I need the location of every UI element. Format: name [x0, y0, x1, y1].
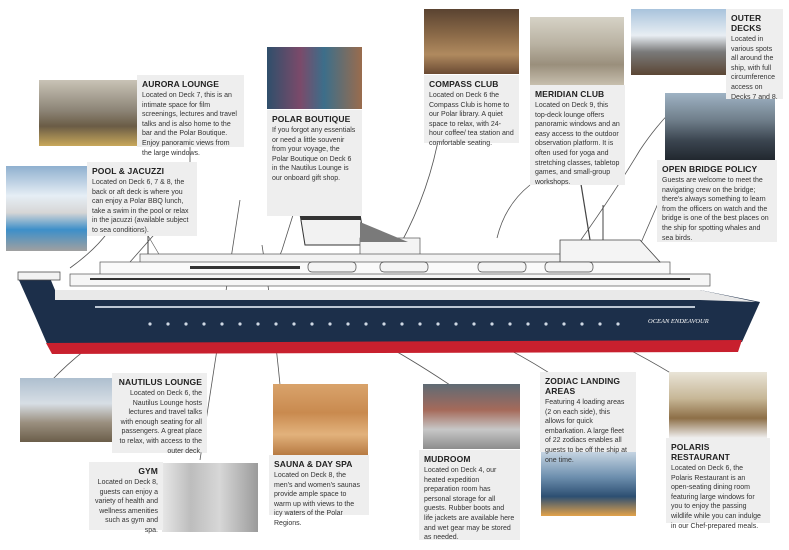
open-bridge-title: OPEN BRIDGE POLICY: [662, 164, 758, 174]
polaris-restaurant-callout: POLARIS RESTAURANT Located on Deck 6, th…: [666, 438, 770, 530]
ship-name-label: OCEAN ENDEAVOUR: [648, 318, 709, 325]
zodiac-text: Featuring 4 loading areas (2 on each sid…: [545, 399, 627, 464]
pool-title: POOL & JACUZZI: [92, 166, 165, 176]
polar-boutique-callout: POLAR BOUTIQUE If you forgot any essenti…: [267, 110, 362, 216]
meridian-club-photo: [530, 17, 624, 85]
connector-meridian: [496, 184, 531, 239]
nautilus-lounge-title: NAUTILUS LOUNGE: [118, 377, 202, 387]
zodiac-photo: [541, 451, 636, 516]
meridian-club-title: MERIDIAN CLUB: [535, 89, 605, 99]
outer-decks-title: OUTER DECKS: [731, 13, 762, 33]
mudroom-text: Located on Deck 4, our heated expedition…: [424, 467, 515, 542]
outer-decks-photo: [631, 9, 726, 75]
open-bridge-text: Guests are welcome to meet the navigatin…: [662, 177, 769, 242]
polaris-restaurant-title: POLARIS RESTAURANT: [671, 442, 730, 462]
sauna-callout: SAUNA & DAY SPA Located on Deck 8, the m…: [269, 455, 369, 527]
meridian-club-callout: MERIDIAN CLUB Located on Deck 9, this to…: [530, 85, 625, 186]
meridian-club-text: Located on Deck 9, this top-deck lounge …: [535, 102, 620, 186]
outer-decks-text: Located in various spots all around the …: [731, 36, 778, 101]
zodiac-callout: ZODIAC LANDING AREAS Featuring 4 loading…: [540, 372, 636, 464]
gym-title: GYM: [138, 466, 158, 476]
nautilus-lounge-text: Located on Deck 6, the Nautilus Lounge h…: [119, 390, 202, 455]
compass-club-callout: COMPASS CLUB Located on Deck 6 the Compa…: [424, 75, 519, 147]
nautilus-lounge-photo: [20, 378, 114, 442]
aurora-lounge-callout: AURORA LOUNGE Located on Deck 7, this is…: [137, 75, 244, 157]
sauna-title: SAUNA & DAY SPA: [274, 459, 353, 469]
aurora-lounge-title: AURORA LOUNGE: [142, 79, 220, 89]
pool-callout: POOL & JACUZZI Located on Deck 6, 7 & 8,…: [87, 162, 197, 236]
mudroom-title: MUDROOM: [424, 454, 471, 464]
aurora-lounge-photo: [39, 80, 138, 146]
sauna-text: Located on Deck 8, the men's and women's…: [274, 472, 360, 527]
polar-boutique-text: If you forgot any essentials or need a l…: [272, 127, 356, 182]
aurora-lounge-text: Located on Deck 7, this is an intimate s…: [142, 92, 237, 157]
connector-compass: [399, 129, 441, 246]
polar-boutique-photo: [267, 47, 362, 109]
pool-text: Located on Deck 6, 7 & 8, the back or af…: [92, 179, 189, 234]
pool-photo: [6, 166, 87, 251]
compass-club-text: Located on Deck 6 the Compass Club is ho…: [429, 92, 514, 147]
outer-decks-callout: OUTER DECKS Located in various spots all…: [726, 9, 783, 101]
polaris-restaurant-text: Located on Deck 6, the Polaris Restauran…: [671, 465, 761, 530]
compass-club-title: COMPASS CLUB: [429, 79, 499, 89]
mudroom-callout: MUDROOM Located on Deck 4, our heated ex…: [419, 450, 520, 542]
open-bridge-callout: OPEN BRIDGE POLICY Guests are welcome to…: [657, 160, 777, 242]
nautilus-lounge-callout: NAUTILUS LOUNGE Located on Deck 6, the N…: [112, 373, 207, 455]
open-bridge-photo: [665, 93, 775, 161]
polaris-restaurant-photo: [669, 372, 767, 438]
zodiac-title: ZODIAC LANDING AREAS: [545, 376, 621, 396]
gym-callout: GYM Located on Deck 8, guests can enjoy …: [89, 462, 163, 534]
mudroom-photo: [423, 384, 520, 449]
sauna-photo: [273, 384, 368, 456]
compass-club-photo: [424, 9, 519, 74]
gym-photo: [162, 463, 258, 532]
gym-text: Located on Deck 8, guests can enjoy a va…: [94, 479, 158, 534]
polar-boutique-title: POLAR BOUTIQUE: [272, 114, 351, 124]
